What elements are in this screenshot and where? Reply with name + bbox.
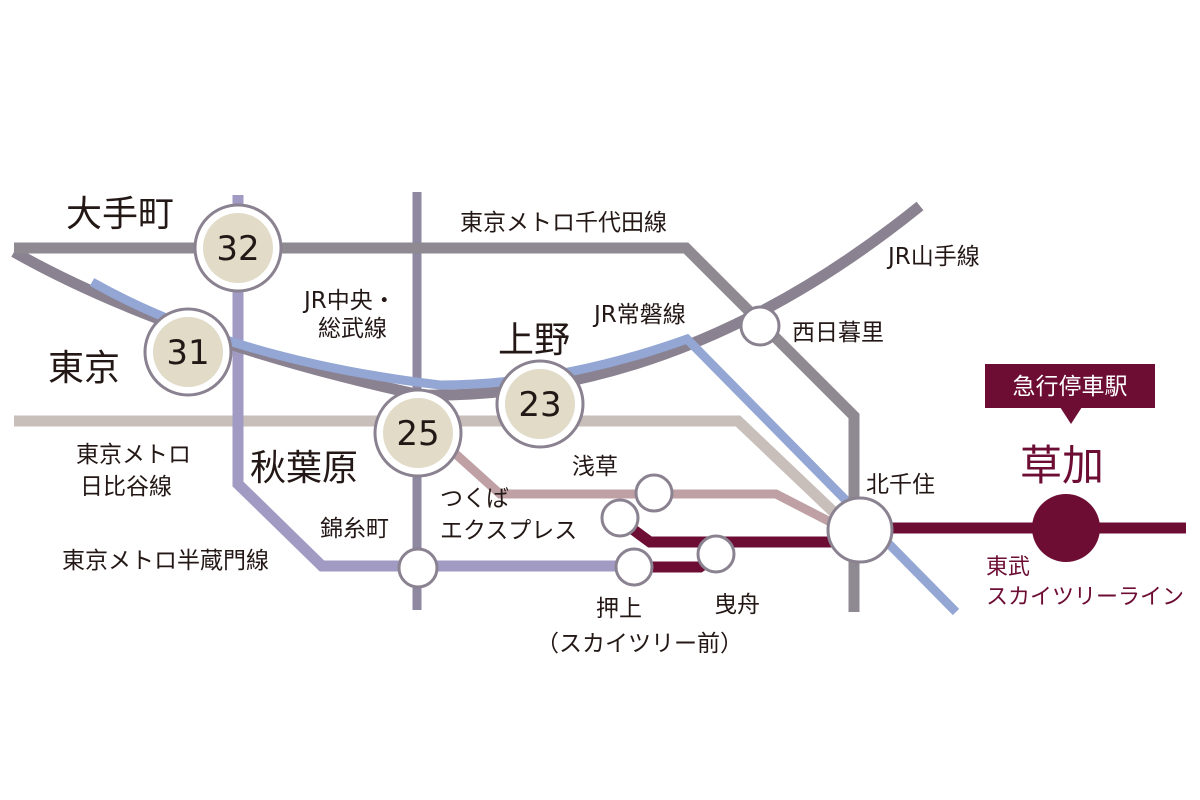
destination-name: 草加	[1020, 441, 1104, 490]
hibiya-line-label-2: 日比谷線	[80, 474, 172, 500]
tsukuba-line-label-1: つくば	[440, 486, 509, 512]
joban-line-label: JR常磐線	[592, 302, 686, 328]
station-asakusa-label: 浅草	[572, 454, 618, 480]
hub-ueno-name: 上野	[498, 320, 570, 361]
chiyoda-line-label: 東京メトロ千代田線	[460, 210, 667, 236]
station-hikifune[interactable]	[696, 534, 736, 574]
station-kinshicho[interactable]	[397, 547, 439, 589]
tsukuba-line-label-2: エクスプレス	[440, 518, 577, 544]
hub-otemachi-name: 大手町	[66, 194, 174, 235]
hibiya-line	[14, 415, 846, 524]
hibiya-line-label-1: 東京メトロ	[76, 442, 191, 468]
express-stop-badge: 急行停車駅	[985, 364, 1155, 424]
hub-tokyo-minutes: 31	[166, 333, 209, 373]
hub-tokyo[interactable]: 31	[143, 307, 233, 397]
station-nishinippori-label: 西日暮里	[792, 320, 884, 346]
station-kitasenju[interactable]	[826, 496, 894, 564]
chuo-sobu-line-label-2: 総武線	[318, 316, 387, 342]
station-oshiage-sublabel: （スカイツリー前）	[536, 631, 743, 657]
station-soka[interactable]	[1032, 494, 1100, 562]
hub-otemachi-minutes: 32	[216, 229, 259, 269]
hub-akihabara[interactable]: 25	[373, 388, 463, 478]
station-kitasenju-label: 北千住	[866, 472, 935, 498]
hub-ueno-minutes: 23	[518, 385, 561, 425]
station-hikifune-label: 曳舟	[714, 592, 760, 618]
chuo-sobu-line-label-1: JR中央・	[302, 288, 396, 314]
hub-akihabara-minutes: 25	[396, 414, 439, 454]
yamanote-line-label: JR山手線	[886, 244, 980, 270]
joban-line	[682, 334, 960, 616]
station-oshiage-label: 押上	[596, 596, 642, 622]
hanzomon-line-label: 東京メトロ半蔵門線	[62, 548, 269, 574]
express-stop-badge-text: 急行停車駅	[1013, 374, 1128, 400]
tobu-line-label-2: スカイツリーライン	[986, 585, 1184, 610]
tobu-line-label-1: 東武	[986, 555, 1030, 580]
station-kinshicho-label: 錦糸町	[320, 516, 389, 542]
hub-tokyo-name: 東京	[48, 348, 120, 389]
station-asakusa[interactable]	[634, 473, 674, 513]
tobu-branch-line	[616, 515, 842, 548]
station-tobu-asakusa[interactable]	[600, 498, 640, 538]
hub-akihabara-name: 秋葉原	[250, 448, 358, 489]
station-nishinippori[interactable]	[739, 305, 781, 347]
hub-ueno[interactable]: 23	[495, 359, 585, 449]
station-oshiage[interactable]	[614, 547, 654, 587]
hub-otemachi[interactable]: 32	[193, 203, 283, 293]
